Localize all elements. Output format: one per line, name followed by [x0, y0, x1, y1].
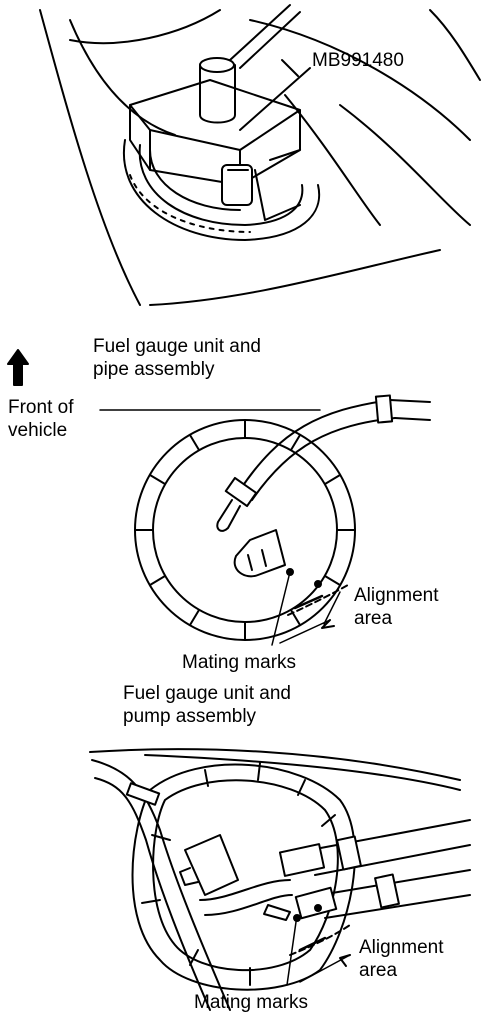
tool-number-label: MB991480 [312, 50, 404, 71]
fuel-pipe [239, 399, 391, 491]
special-tool [129, 79, 301, 186]
pump-outer-ring [131, 763, 356, 991]
tool-illustration [39, 4, 481, 306]
front-of-vehicle-label-line1: Front of [8, 397, 74, 418]
inner-ring [152, 437, 338, 623]
hose-fitting-lower [294, 886, 338, 920]
tool-leader [239, 67, 311, 131]
tank-flange [122, 139, 321, 241]
pipe-assembly-label-line1: Fuel gauge unit and [93, 336, 261, 357]
pipe-assembly-view [134, 394, 431, 646]
mating-leader-1 [271, 575, 290, 646]
pump-alignment-area-label-line2: area [359, 960, 398, 981]
left-hose [91, 759, 231, 1011]
tool-handle [199, 64, 236, 124]
right-hose-upper [309, 819, 471, 851]
outer-ring [134, 419, 356, 641]
pipe-fitting [224, 476, 258, 508]
front-arrow [7, 349, 29, 386]
floor-line [39, 9, 141, 306]
pump-alignment-area-label-line1: Alignment [359, 937, 444, 958]
alignment-area-label-line2: area [354, 608, 393, 629]
tool-clamp [221, 164, 253, 206]
pump-assembly-label-line2: pump assembly [123, 706, 257, 727]
pipe-assembly-label-line2: pipe assembly [93, 359, 215, 380]
alignment-area-arc [287, 584, 349, 616]
pump-assembly-view [89, 748, 471, 1011]
pump-assembly-label-line1: Fuel gauge unit and [123, 683, 291, 704]
front-of-vehicle-label-line2: vehicle [8, 420, 68, 441]
pipe-clamp [374, 394, 394, 424]
hose-fitting-upper [278, 843, 326, 877]
gauge-connector [233, 529, 286, 578]
mating-marks-label: Mating marks [182, 652, 297, 673]
pump-mating-marks-label: Mating marks [194, 992, 309, 1013]
alignment-area-label-line1: Alignment [354, 585, 439, 606]
pump-connector [184, 834, 239, 896]
